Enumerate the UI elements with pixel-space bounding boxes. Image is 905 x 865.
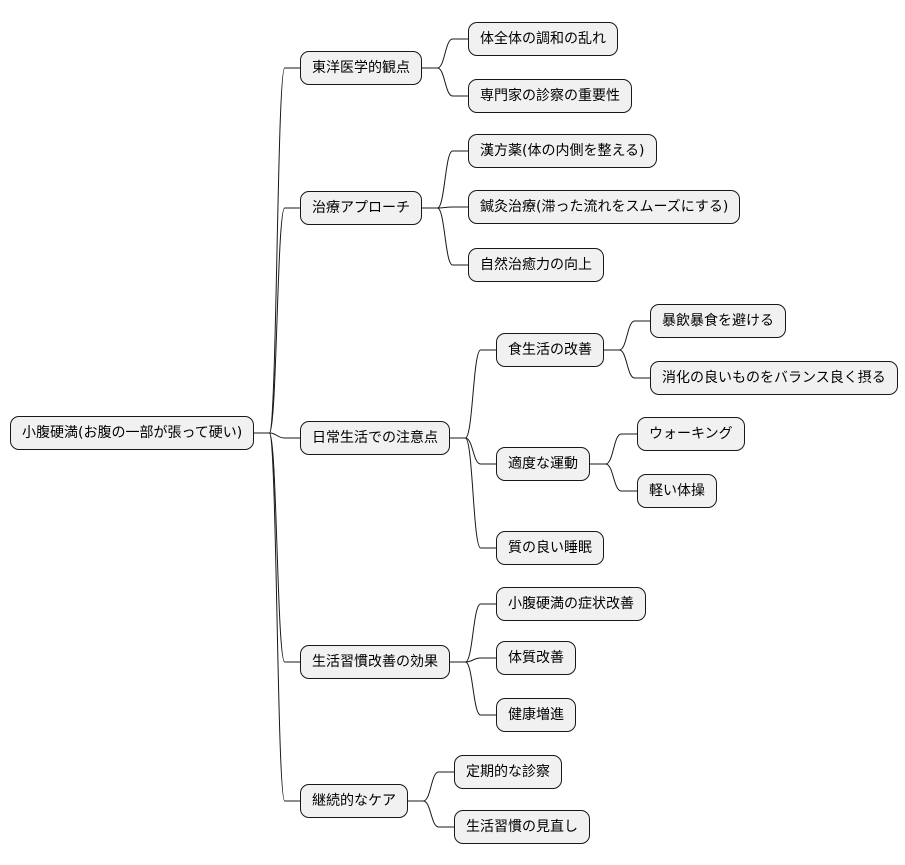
connector-n-1-n-1-0 <box>422 150 468 209</box>
connector-n-3-n-3-1 <box>450 657 496 663</box>
connector-n-2-n-2-1 <box>450 437 496 465</box>
leaf-light-exercise: 軽い体操 <box>637 474 717 508</box>
connector-n-root-n-2 <box>254 432 300 439</box>
leaf-balanced-diet: 消化の良いものをバランス良く摂る <box>650 361 898 395</box>
leaf-regular-checkup: 定期的な診察 <box>454 755 562 789</box>
leaf-avoid-overeating: 暴飲暴食を避ける <box>650 304 786 338</box>
root-node: 小腹硬満(お腹の一部が張って硬い) <box>10 416 255 450</box>
leaf-kampo: 漢方薬(体の内側を整える) <box>468 134 657 168</box>
leaf-expert-diagnosis: 専門家の診察の重要性 <box>468 79 632 113</box>
leaf-symptom-improvement: 小腹硬満の症状改善 <box>496 587 646 621</box>
leaf-acupuncture: 鍼灸治療(滞った流れをスムーズにする) <box>468 190 741 224</box>
connector-n-2-n-2-2 <box>450 437 496 549</box>
connector-n-2-0-n-2-0-1 <box>604 349 650 379</box>
connector-n-root-n-4 <box>254 432 300 802</box>
branch-continuous-care: 継続的なケア <box>300 784 408 818</box>
connector-n-root-n-0 <box>254 67 300 434</box>
connector-n-2-1-n-2-1-0 <box>590 433 637 465</box>
leaf-lifestyle-review: 生活習慣の見直し <box>454 810 590 844</box>
connector-n-3-n-3-0 <box>450 603 496 663</box>
sub-moderate-exercise: 適度な運動 <box>496 447 590 481</box>
branch-eastern-medicine: 東洋医学的観点 <box>300 51 422 85</box>
connector-n-0-n-0-0 <box>422 38 468 69</box>
leaf-walking: ウォーキング <box>637 417 745 451</box>
leaf-constitution-improvement: 体質改善 <box>496 641 576 675</box>
connector-n-2-n-2-0 <box>450 349 496 439</box>
leaf-natural-healing: 自然治癒力の向上 <box>468 248 604 282</box>
connector-n-root-n-1 <box>254 207 300 434</box>
branch-lifestyle-effects: 生活習慣改善の効果 <box>300 645 450 679</box>
leaf-health-promotion: 健康増進 <box>496 698 576 732</box>
connector-n-4-n-4-0 <box>408 771 454 802</box>
connector-n-2-1-n-2-1-1 <box>590 463 637 492</box>
sub-diet-improvement: 食生活の改善 <box>496 333 604 367</box>
branch-treatment-approach: 治療アプローチ <box>300 191 422 225</box>
leaf-quality-sleep: 質の良い睡眠 <box>496 531 604 565</box>
connector-n-1-n-1-2 <box>422 207 468 266</box>
connector-n-0-n-0-1 <box>422 67 468 97</box>
connector-n-3-n-3-2 <box>450 661 496 716</box>
connector-n-4-n-4-1 <box>408 800 454 828</box>
branch-daily-life-tips: 日常生活での注意点 <box>300 421 450 455</box>
connector-n-2-0-n-2-0-0 <box>604 320 650 351</box>
leaf-body-harmony: 体全体の調和の乱れ <box>468 22 618 56</box>
